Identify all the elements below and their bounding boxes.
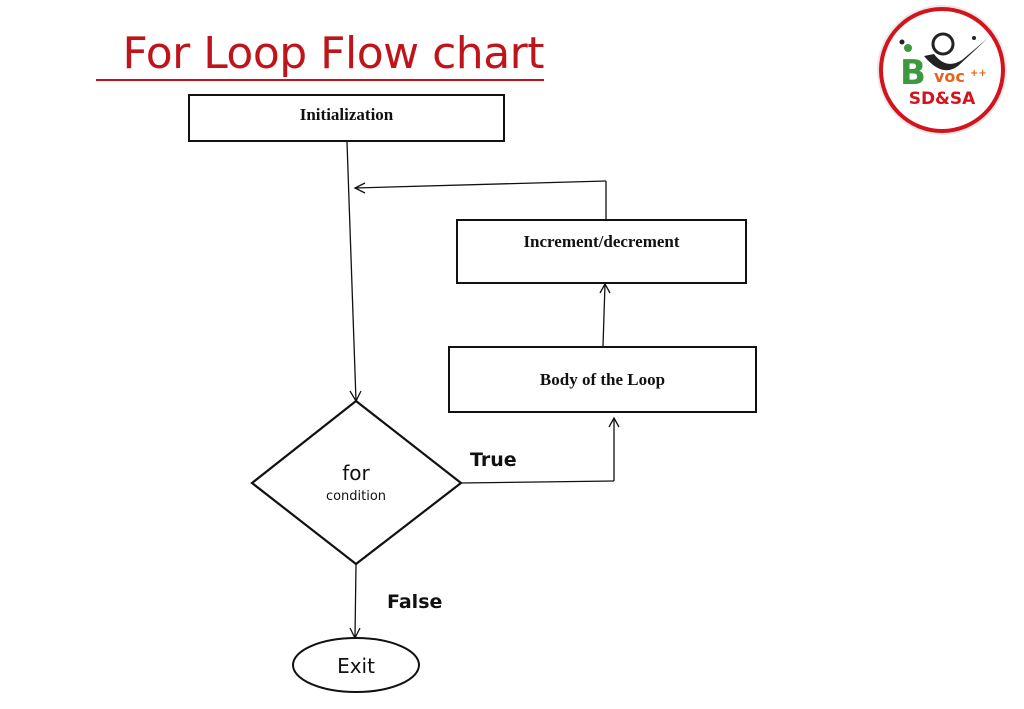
arrowhead-loop [353, 182, 366, 194]
logo-voc-text: voc [934, 67, 965, 86]
arrowhead-body [608, 416, 620, 428]
logo-graphic: B voc ++ SD&SA [877, 5, 1007, 135]
arrow-increment-to-loop [354, 180, 607, 189]
line-true [460, 480, 615, 484]
true-label: True [470, 449, 517, 471]
condition-diamond [250, 399, 463, 566]
body-box: Body of the Loop [448, 346, 757, 413]
condition-line1: for [342, 461, 370, 485]
increment-box: Increment/decrement [456, 219, 747, 284]
bvoc-logo: B voc ++ SD&SA [876, 4, 1009, 137]
body-label: Body of the Loop [539, 369, 666, 389]
arrow-false-to-exit [354, 563, 357, 639]
exit-ellipse [292, 637, 420, 693]
page-title: For Loop Flow chart [122, 28, 544, 79]
arrow-body-to-increment [602, 283, 606, 347]
initialization-label: Initialization [299, 105, 394, 124]
exit-label: Exit [337, 654, 375, 678]
arrow-init-to-condition [346, 141, 357, 402]
arrowhead-increment [599, 282, 611, 294]
increment-label: Increment/decrement [523, 231, 680, 251]
title-underline [96, 79, 544, 81]
condition-line2: condition [325, 489, 387, 504]
logo-plus: ++ [970, 68, 987, 79]
initialization-box: Initialization [188, 94, 505, 142]
logo-b-letter: B [900, 53, 926, 93]
logo-text: SD&SA [909, 89, 976, 109]
false-label: False [387, 591, 443, 613]
